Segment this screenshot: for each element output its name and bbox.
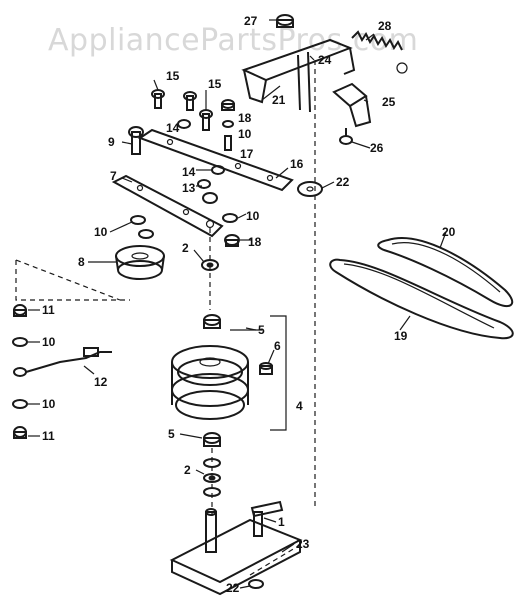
part-28-spring: [351, 30, 408, 74]
part-4-brace: [230, 315, 287, 431]
callout-15-left: 15: [166, 69, 180, 83]
callout-10-right: 10: [246, 209, 260, 223]
callout-27: 27: [244, 14, 258, 28]
part-10-18-right: [222, 213, 240, 247]
main-drive-pulley: [171, 345, 249, 420]
part-2-spacer-upper: [201, 259, 219, 271]
callout-10-left: 10: [94, 225, 108, 239]
callout-24: 24: [318, 53, 332, 67]
callout-5-lower: 5: [168, 427, 175, 441]
callout-4: 4: [296, 399, 303, 413]
callout-13: 13: [182, 181, 196, 195]
part-13-spacer: [197, 179, 218, 204]
callout-28: 28: [378, 19, 392, 33]
callout-18-upper: 18: [238, 111, 252, 125]
callout-16: 16: [290, 157, 304, 171]
part-5-bearing-lower: [203, 432, 221, 447]
callout-11-lower: 11: [42, 429, 55, 443]
part-19-belt: [329, 258, 514, 340]
part-16-arm: [137, 128, 294, 192]
part-8-idler-pulley: [115, 245, 165, 280]
part-22-washer-lower: [248, 579, 264, 589]
callout-26: 26: [370, 141, 384, 155]
part-9-bolt: [128, 126, 144, 155]
callout-2-upper: 2: [182, 241, 189, 255]
part-22-washer-upper: [297, 181, 323, 197]
part-7-plate: [111, 174, 224, 238]
callout-21: 21: [272, 93, 286, 107]
callout-15-right: 15: [208, 77, 222, 91]
callout-17: 17: [240, 147, 254, 161]
callout-labels: 27 28 24 21 25 26 22 15 15 18 10 17 14 9…: [42, 14, 456, 595]
part-18-nut-upper: [221, 99, 235, 111]
callout-7: 7: [110, 169, 117, 183]
callout-19: 19: [394, 329, 408, 343]
callout-11-upper: 11: [42, 303, 55, 317]
callout-22-upper: 22: [336, 175, 350, 189]
leader-lines: [28, 19, 447, 589]
part-25-bracket: [332, 82, 372, 128]
part-1-base: [169, 500, 303, 596]
callout-1: 1: [278, 515, 285, 529]
part-15-bolts: [151, 89, 213, 131]
part-2-spacers-lower: [203, 458, 221, 497]
part-11-10-left-stack: [12, 304, 28, 439]
part-21-bracket: [241, 38, 356, 113]
callout-23: 23: [296, 537, 310, 551]
part-10-washer-upper: [222, 120, 234, 151]
callout-2-lower: 2: [184, 463, 191, 477]
callout-22-lower: 22: [226, 581, 240, 595]
part-5-bearing-upper: [203, 314, 221, 329]
part-26-screw: [339, 128, 353, 145]
callout-20: 20: [442, 225, 456, 239]
callout-18-lower: 18: [248, 235, 262, 249]
watermark-text: AppliancePartsPros.com: [48, 23, 418, 58]
callout-12: 12: [94, 375, 108, 389]
callout-14-lower: 14: [182, 165, 196, 179]
part-12-lever: [13, 347, 112, 377]
alignment-lines: [15, 60, 316, 576]
callout-6: 6: [274, 339, 281, 353]
part-6-set-screw: [259, 362, 273, 375]
part-10-washers-left: [130, 215, 154, 239]
part-20-belt: [377, 237, 514, 308]
callout-10-upper: 10: [238, 127, 252, 141]
callout-10-lower: 10: [42, 397, 56, 411]
callout-8: 8: [78, 255, 85, 269]
callout-5-upper: 5: [258, 323, 265, 337]
callout-14-upper: 14: [166, 121, 180, 135]
callout-25: 25: [382, 95, 396, 109]
callout-10-mid: 10: [42, 335, 56, 349]
callout-9: 9: [108, 135, 115, 149]
